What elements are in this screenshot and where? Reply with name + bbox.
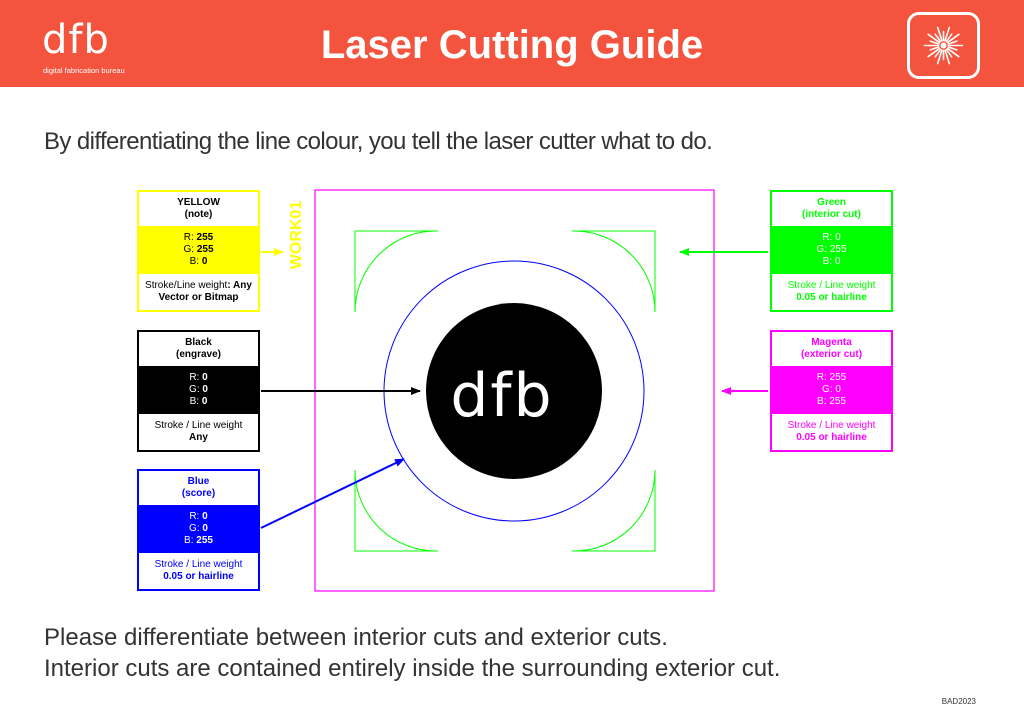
stroke-value: 0.05 or hairline xyxy=(796,432,867,443)
card-stroke: Stroke / Line weight 0.05 or hairline xyxy=(139,553,258,589)
rgb-r: R: 0 xyxy=(189,372,208,383)
card-color-name: Blue xyxy=(187,476,210,487)
laser-ray xyxy=(934,48,942,58)
card-rgb: R: 0 G: 0 B: 255 xyxy=(139,505,258,553)
laser-ray xyxy=(936,49,943,65)
document-code: BAD2023 xyxy=(941,697,976,706)
stroke-line: Stroke/Line weight: Any xyxy=(145,280,252,291)
laser-ray xyxy=(946,33,960,44)
laser-ray xyxy=(945,33,953,43)
rgb-b: B: 0 xyxy=(189,256,208,267)
laser-ray xyxy=(946,47,960,58)
card-heading: Blue (score) xyxy=(139,471,258,505)
laser-ray xyxy=(947,46,958,51)
rgb-r: R: 0 xyxy=(189,511,208,522)
stroke-value: 0.05 or hairline xyxy=(796,292,867,303)
card-rgb: R: 255 G: 0 B: 255 xyxy=(772,366,891,414)
card-stroke: Stroke / Line weight Any xyxy=(139,414,258,450)
card-heading: Green (interior cut) xyxy=(772,192,891,226)
card-use: (score) xyxy=(181,488,216,499)
stroke-value: Any xyxy=(189,432,208,443)
rgb-r: R: 255 xyxy=(816,372,847,383)
laser-core xyxy=(940,42,947,49)
rgb-g: G: 255 xyxy=(183,244,214,255)
blue-score-card: Blue (score) R: 0 G: 0 B: 255 Stroke / L… xyxy=(137,469,260,591)
card-heading: YELLOW (note) xyxy=(139,192,258,226)
laser-ray xyxy=(929,40,940,45)
work-label-text: WORK01 xyxy=(288,200,305,270)
stroke-value: Vector or Bitmap xyxy=(158,292,239,303)
laser-ray xyxy=(927,33,941,44)
work-label: WORK01 xyxy=(287,190,307,280)
page-title: Laser Cutting Guide xyxy=(320,23,704,67)
stroke-line: Stroke / Line weight xyxy=(154,420,243,431)
card-rgb: R: 0 G: 0 B: 0 xyxy=(139,366,258,414)
stroke-line: Stroke / Line weight xyxy=(787,420,876,431)
rgb-r: R: 255 xyxy=(183,232,214,243)
rgb-b: B: 255 xyxy=(184,535,213,546)
rgb-g: G: 0 xyxy=(189,523,208,534)
card-color-name: Black xyxy=(185,337,212,348)
interior-cut-bottom-right xyxy=(571,469,656,552)
interior-cut-top-right xyxy=(571,230,656,313)
card-use: (exterior cut) xyxy=(800,349,863,360)
header-bar: dfb digital fabrication bureau Laser Cut… xyxy=(0,0,1024,87)
footer-text: Please differentiate between interior cu… xyxy=(44,622,780,684)
laser-ray xyxy=(927,47,941,58)
laser-ray xyxy=(944,26,951,42)
rgb-b: B: 0 xyxy=(189,396,208,407)
blue-arrow xyxy=(260,458,405,529)
card-use: (note) xyxy=(184,209,213,220)
footer-line-2: Interior cuts are contained entirely ins… xyxy=(44,655,781,682)
rgb-g: G: 0 xyxy=(189,384,208,395)
laser-ray xyxy=(929,46,940,51)
black-engrave-card: Black (engrave) R: 0 G: 0 B: 0 Stroke / … xyxy=(137,330,260,452)
card-stroke: Stroke / Line weight 0.05 or hairline xyxy=(772,414,891,450)
laser-burst-graphic xyxy=(923,26,964,65)
logo-subtitle: digital fabrication bureau xyxy=(43,66,125,75)
rgb-b: B: 255 xyxy=(817,396,846,407)
card-color-name: Magenta xyxy=(811,337,852,348)
card-rgb: R: 255 G: 255 B: 0 xyxy=(139,226,258,274)
laser-ray xyxy=(947,40,958,45)
rgb-g: G: 0 xyxy=(822,384,841,395)
card-rgb: R: 0 G: 255 B: 0 xyxy=(772,226,891,274)
intro-text: By differentiating the line colour, you … xyxy=(44,128,713,155)
rgb-r: R: 0 xyxy=(822,232,841,243)
card-color-name: Green xyxy=(817,197,846,208)
card-stroke: Stroke/Line weight: Any Vector or Bitmap xyxy=(139,274,258,310)
center-dfb-logo: dfb xyxy=(450,361,554,431)
yellow-note-card: YELLOW (note) R: 255 G: 255 B: 0 Stroke/… xyxy=(137,190,260,312)
interior-cut-top-left xyxy=(354,230,439,313)
card-heading: Black (engrave) xyxy=(139,332,258,366)
card-color-name: YELLOW xyxy=(177,197,220,208)
interior-cut-bottom-left xyxy=(354,469,439,552)
laser-ray xyxy=(934,33,942,43)
stroke-line: Stroke / Line weight xyxy=(154,559,243,570)
magenta-exterior-cut-card: Magenta (exterior cut) R: 255 G: 0 B: 25… xyxy=(770,330,893,452)
laser-ray xyxy=(945,48,953,58)
stroke-line: Stroke / Line weight xyxy=(787,280,876,291)
footer-line-1: Please differentiate between interior cu… xyxy=(44,624,668,651)
rgb-b: B: 0 xyxy=(822,256,841,267)
card-use: (engrave) xyxy=(175,349,221,360)
laser-ray xyxy=(936,26,943,42)
card-heading: Magenta (exterior cut) xyxy=(772,332,891,366)
dfb-logo: dfb xyxy=(42,17,110,63)
laser-ray xyxy=(944,49,951,65)
card-use: (interior cut) xyxy=(802,209,861,220)
card-stroke: Stroke / Line weight 0.05 or hairline xyxy=(772,274,891,310)
green-interior-cut-card: Green (interior cut) R: 0 G: 255 B: 0 St… xyxy=(770,190,893,312)
laser-burst-icon xyxy=(907,12,980,79)
stroke-value: 0.05 or hairline xyxy=(163,571,234,582)
rgb-g: G: 255 xyxy=(816,244,847,255)
